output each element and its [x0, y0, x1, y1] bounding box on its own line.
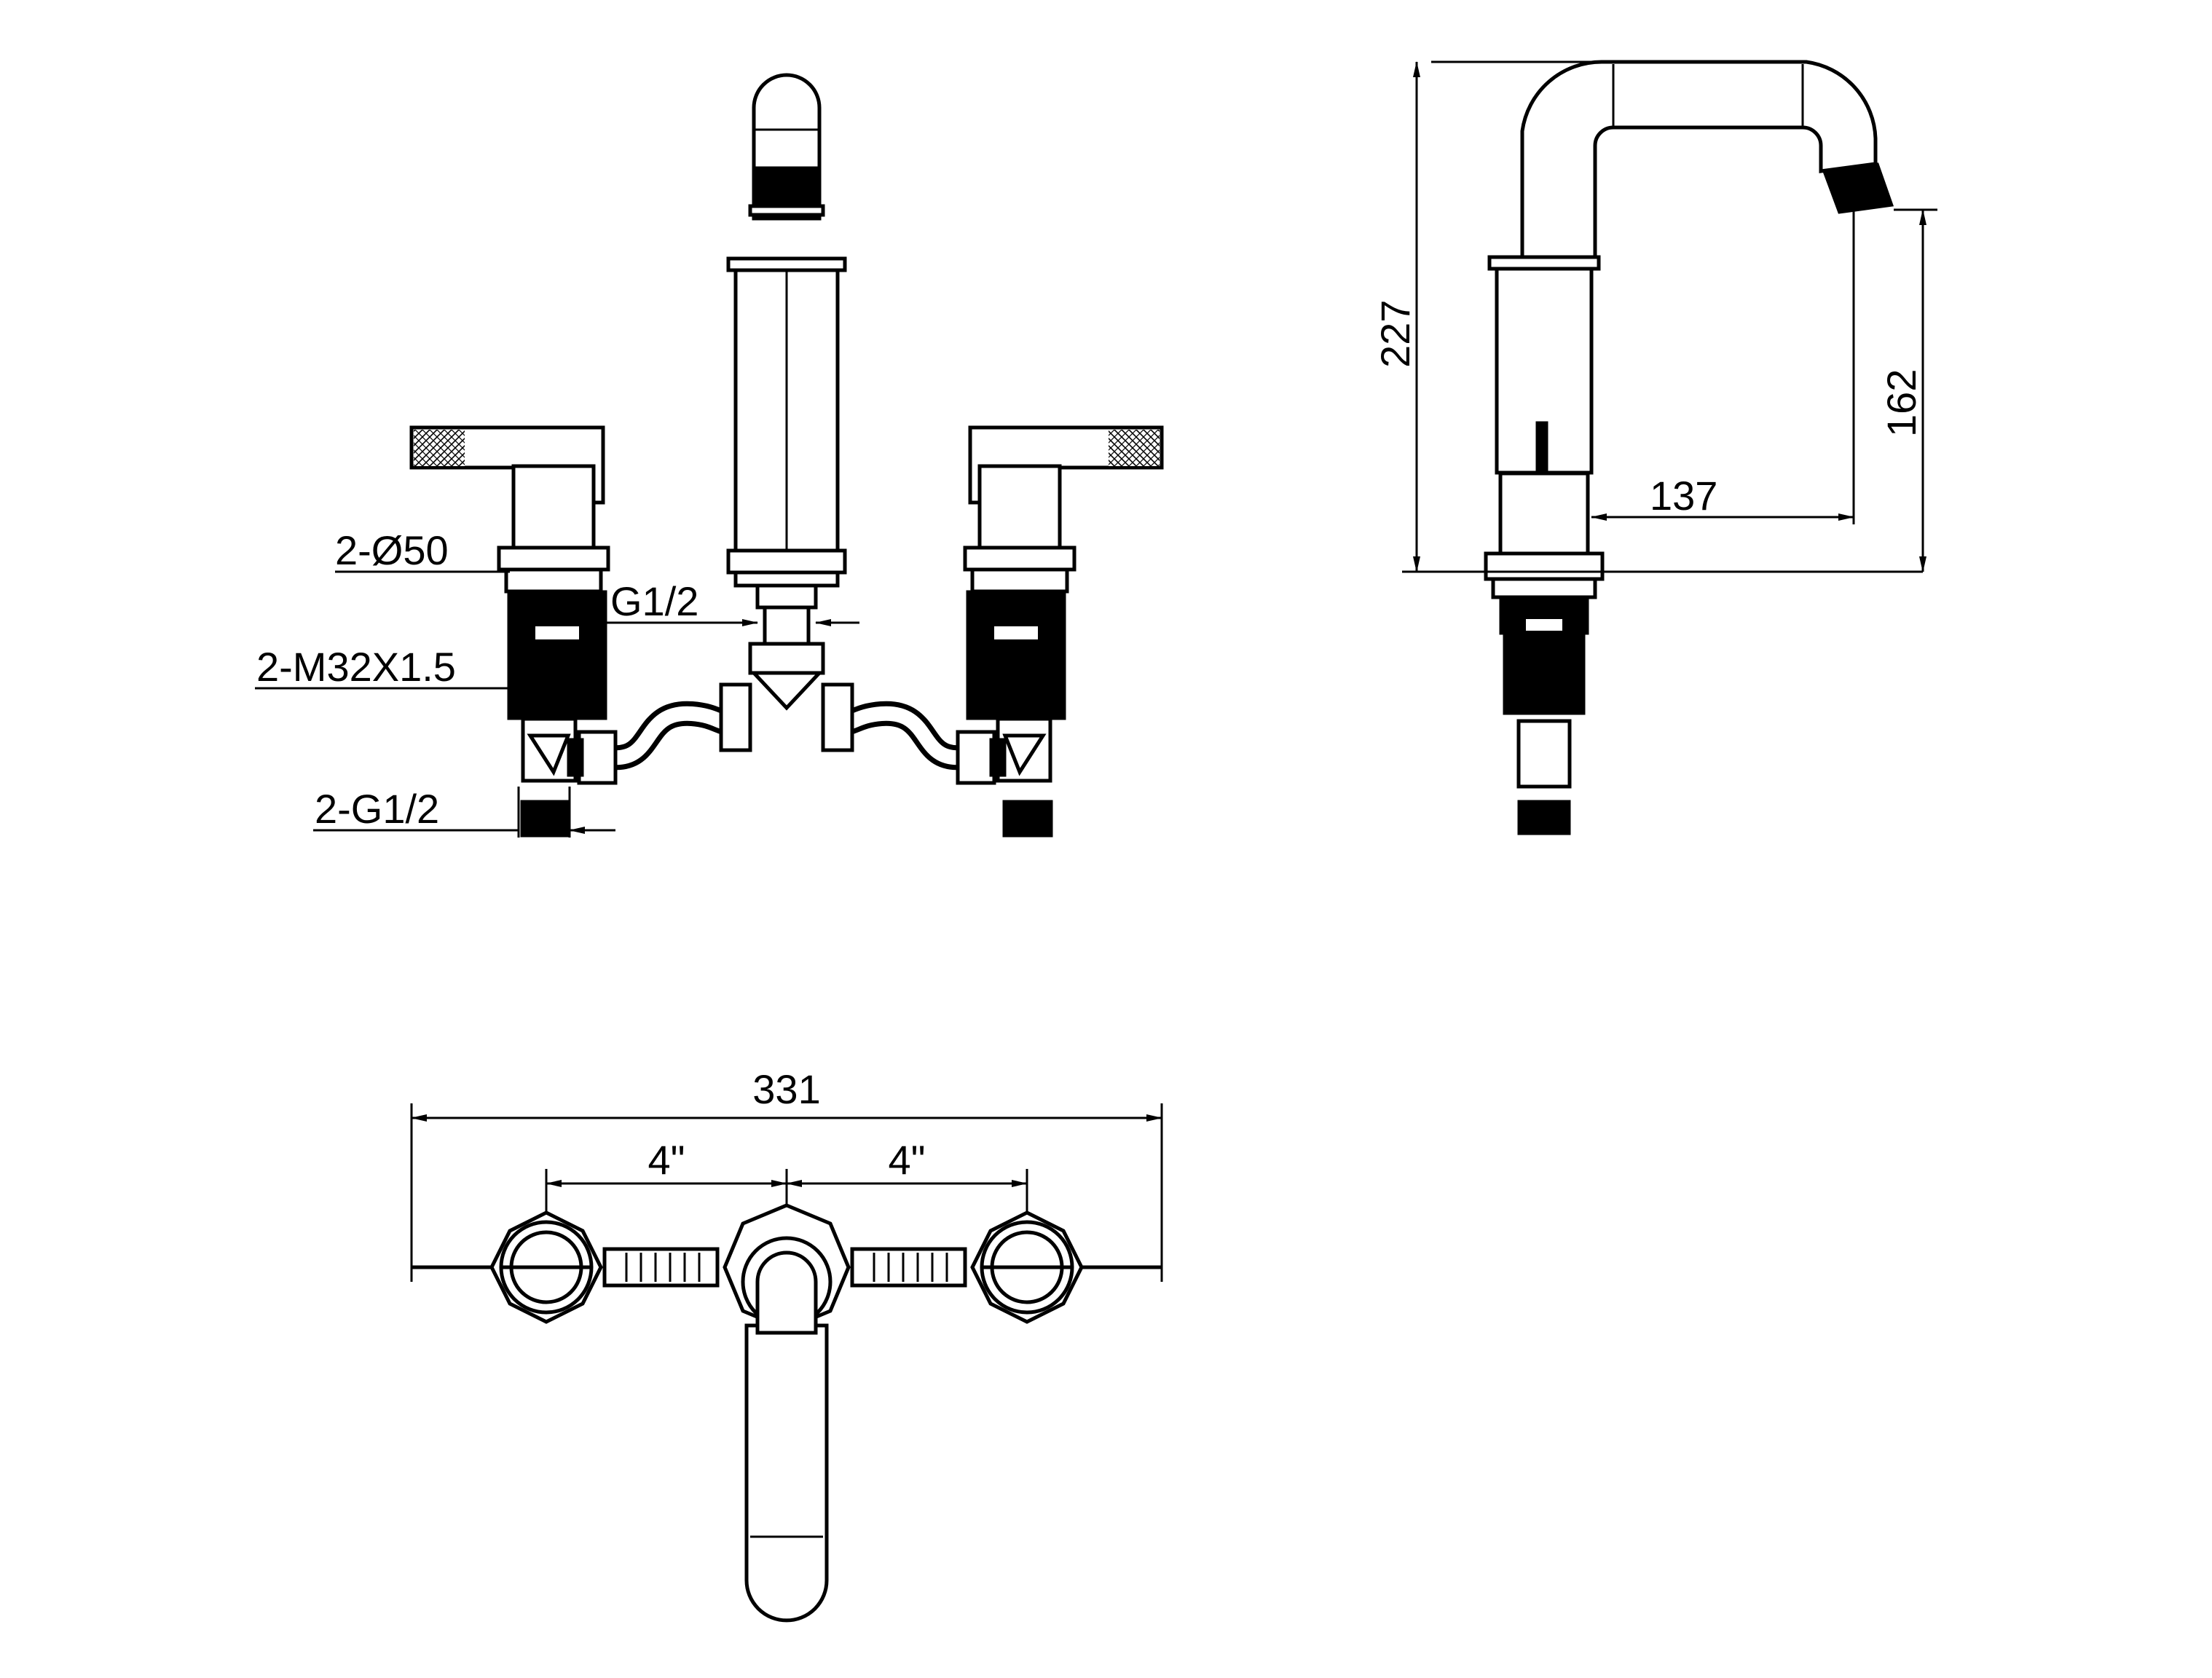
- front-spout: [726, 73, 847, 711]
- top-view: 331 4" 4": [410, 1066, 1163, 1623]
- front-dimension-lines: [255, 570, 859, 838]
- side-faucet-body: [1484, 60, 1894, 835]
- front-hoses: [567, 682, 1007, 785]
- front-left-handle: [409, 425, 610, 838]
- left-spacing-label: 4": [648, 1137, 685, 1183]
- spout-height-label: 162: [1878, 369, 1924, 437]
- side-view: 227 162 137: [1372, 60, 1937, 835]
- top-left-valve: [489, 1210, 603, 1324]
- mount-thread-label: 2-M32X1.5: [256, 644, 456, 690]
- top-connector-pipes: [412, 1247, 1162, 1288]
- front-view: 2-Ø50 G1/2 2-M32X1.5 2-G1/2: [255, 73, 1164, 838]
- top-dimension-lines: [410, 1103, 1163, 1282]
- height-label: 227: [1372, 300, 1418, 368]
- diameter-label: 2-Ø50: [335, 527, 449, 573]
- overall-width-label: 331: [752, 1066, 820, 1112]
- reach-label: 137: [1650, 473, 1717, 519]
- top-spout: [723, 1203, 851, 1623]
- outlet-thread-label: G1/2: [610, 578, 698, 624]
- side-dimension-lines: [1402, 60, 1937, 573]
- right-spacing-label: 4": [888, 1137, 925, 1183]
- top-right-valve: [970, 1210, 1084, 1324]
- front-right-handle: [963, 425, 1164, 838]
- inlet-thread-label: 2-G1/2: [315, 786, 439, 832]
